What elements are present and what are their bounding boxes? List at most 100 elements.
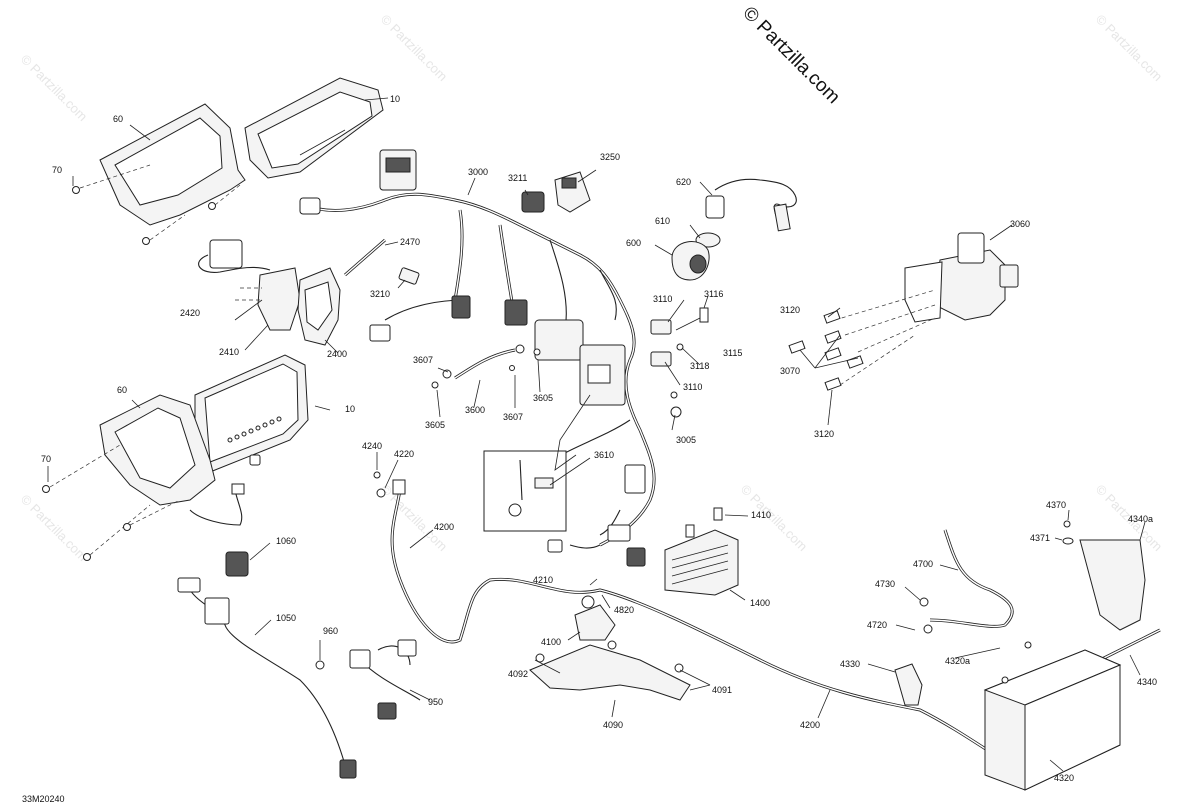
- switch-assembly-2400: [235, 267, 341, 346]
- callout-3605b: 3605: [425, 420, 445, 430]
- battery-bracket-4340a: [1062, 520, 1146, 631]
- main-wiring-harness: [299, 192, 656, 567]
- callout-3607a: 3607: [413, 355, 433, 365]
- callout-3250: 3250: [600, 152, 620, 162]
- callout-4200a: 4200: [434, 522, 454, 532]
- callout-4100: 4100: [541, 637, 561, 647]
- voltage-regulator-1400: [664, 507, 739, 596]
- callout-1050: 1050: [276, 613, 296, 623]
- harness-950: [315, 639, 421, 720]
- callout-4820: 4820: [614, 605, 634, 615]
- callout-3005: 3005: [676, 435, 696, 445]
- watermark-text: © Partzilla.com: [378, 12, 451, 85]
- callout-3115: 3115: [723, 348, 742, 358]
- cable-4700: [919, 529, 1014, 634]
- callout-3120b: 3120: [814, 429, 834, 439]
- battery-cable-4200: [373, 471, 1021, 772]
- callout-4210: 4210: [533, 575, 553, 585]
- callout-4370: 4370: [1046, 500, 1066, 510]
- callout-4090: 4090: [603, 720, 623, 730]
- callout-4340a: 4340a: [1128, 514, 1153, 524]
- callout-3605a: 3605: [533, 393, 553, 403]
- callout-4320a: 4320a: [945, 656, 970, 666]
- callout-4700: 4700: [913, 559, 933, 569]
- ground-cable-3600: [431, 344, 541, 389]
- callout-labels: 10 60 70 3000 3211 3250 620 610 600 3060…: [41, 94, 1157, 783]
- callout-600: 600: [626, 238, 641, 248]
- callout-10b: 10: [345, 404, 355, 414]
- leader-lines: [47, 97, 1146, 772]
- callout-950: 950: [428, 697, 443, 707]
- solenoid-4100: [574, 595, 616, 641]
- watermark-text: © Partzilla.com: [1093, 12, 1166, 85]
- callout-10a: 10: [390, 94, 400, 104]
- callout-3610: 3610: [594, 450, 614, 460]
- terminal-cover-4330: [894, 663, 923, 706]
- callout-4200b: 4200: [800, 720, 820, 730]
- gauge-dots: [227, 416, 282, 443]
- gauge-cluster-top: [244, 77, 384, 179]
- callout-3210: 3210: [370, 289, 390, 299]
- switch-1060: [225, 551, 249, 577]
- watermark-text: © Partzilla.com: [378, 482, 451, 555]
- small-connector-parts: [189, 454, 261, 526]
- callout-610: 610: [655, 216, 670, 226]
- watermark-text: © Partzilla.com: [18, 52, 91, 125]
- watermark-text: © Partzilla.com: [18, 492, 91, 565]
- diagram-code: 33M20240: [22, 794, 65, 804]
- sensor-3210: [398, 267, 420, 285]
- callout-3211: 3211: [508, 173, 527, 183]
- watermark-text: © Partzilla.com: [738, 482, 811, 555]
- connector-3211: [521, 191, 545, 213]
- cable-2470: [344, 238, 386, 277]
- callout-3110a: 3110: [653, 294, 672, 304]
- callout-4092: 4092: [508, 669, 528, 679]
- callout-3600: 3600: [465, 405, 485, 415]
- callout-60b: 60: [117, 385, 127, 395]
- callout-4220: 4220: [394, 449, 414, 459]
- gauge-cluster-bottom: [194, 354, 309, 473]
- callout-3120a: 3120: [780, 305, 800, 315]
- callout-4091: 4091: [712, 685, 732, 695]
- callout-3607b: 3607: [503, 412, 523, 422]
- mounting-bracket-top: [72, 103, 246, 245]
- connector-group-upper: [198, 149, 417, 273]
- actuator-3060: [788, 232, 1019, 391]
- callout-3118: 3118: [690, 361, 709, 371]
- callout-4240: 4240: [362, 441, 382, 451]
- bolt-group-3120: [788, 310, 864, 391]
- callout-2420: 2420: [180, 308, 200, 318]
- switch-3250: [554, 171, 591, 213]
- callout-1060: 1060: [276, 536, 296, 546]
- callout-1400: 1400: [750, 598, 770, 608]
- bracket-4090: [529, 640, 691, 701]
- key-switch-600: [671, 178, 797, 281]
- callout-620: 620: [676, 177, 691, 187]
- callout-2400: 2400: [327, 349, 347, 359]
- callout-3116: 3116: [704, 289, 723, 299]
- callout-4320: 4320: [1054, 773, 1074, 783]
- callout-960: 960: [323, 626, 338, 636]
- brand-watermark: © Partzilla.com: [738, 3, 843, 108]
- detail-inset-3610: [483, 450, 567, 532]
- callout-4330: 4330: [840, 659, 860, 669]
- callout-4720: 4720: [867, 620, 887, 630]
- callout-70a: 70: [52, 165, 62, 175]
- callout-60a: 60: [113, 114, 123, 124]
- callout-3110b: 3110: [683, 382, 702, 392]
- mounting-bracket-bottom: [42, 394, 216, 561]
- harness-1050: [177, 577, 357, 779]
- callout-4371: 4371: [1030, 533, 1050, 543]
- battery-strap-4340: [1099, 628, 1161, 662]
- callout-2410: 2410: [219, 347, 239, 357]
- callout-70b: 70: [41, 454, 51, 464]
- callout-4340: 4340: [1137, 677, 1157, 687]
- callout-3070: 3070: [780, 366, 800, 376]
- callout-1410: 1410: [751, 510, 771, 520]
- battery-4320: [983, 641, 1122, 791]
- callout-3060: 3060: [1010, 219, 1030, 229]
- callout-2470: 2470: [400, 237, 420, 247]
- callout-3000: 3000: [468, 167, 488, 177]
